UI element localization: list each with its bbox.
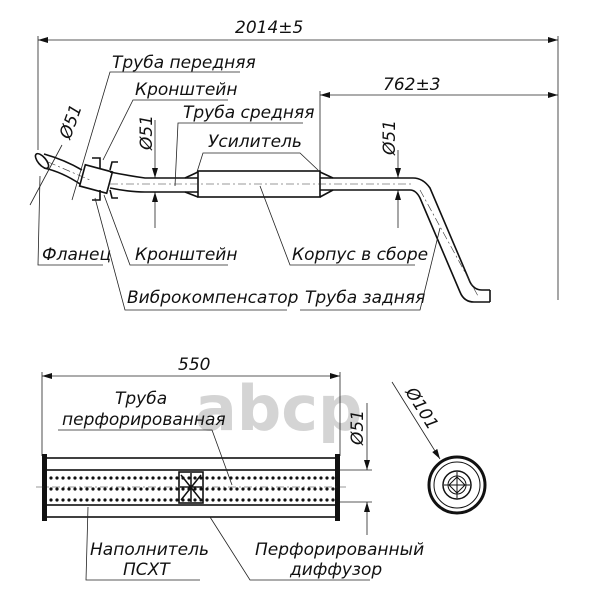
diam-outer-leader — [391, 381, 441, 460]
leader-flange — [37, 175, 103, 266]
leader-reinforcer — [196, 152, 319, 173]
filler-top — [45, 457, 337, 471]
brackets — [92, 157, 118, 201]
leader-vibro-compensator — [94, 197, 287, 311]
leader-body-assembly — [259, 185, 415, 266]
center-axis — [47, 161, 91, 181]
leader-front-pipe — [71, 71, 240, 201]
label-bracket-bottom: Кронштейн — [135, 245, 237, 265]
label-vibro-compensator: Виброкомпенсатор — [127, 288, 299, 308]
label-diffuser-2: диффузор — [289, 560, 382, 580]
label-rear-pipe: Труба задняя — [305, 288, 425, 308]
reinforcers — [184, 171, 334, 198]
label-front-pipe: Труба передняя — [112, 53, 256, 73]
diam-outer-text: Ø101 — [400, 383, 442, 433]
rear-pipe — [320, 177, 491, 303]
label-body-assembly: Корпус в сборе — [292, 245, 428, 265]
label-filler-2: ПСХТ — [123, 560, 171, 580]
dim-total-text: 2014±5 — [235, 18, 303, 38]
label-reinforcer: Усилитель — [208, 132, 302, 152]
leader-mid-pipe — [174, 122, 303, 187]
section-view: 550 Ø51 Ø101 Труба перфо — [36, 355, 487, 581]
diam-rear-text: Ø51 — [380, 120, 400, 156]
leader-diffuser — [209, 516, 370, 581]
end-cap-right — [335, 454, 340, 521]
diffuser-detail — [180, 473, 202, 502]
center-axis — [419, 189, 479, 297]
label-diffuser-1: Перфорированный — [255, 540, 424, 560]
end-cap-left — [42, 454, 47, 521]
dim-length-text: 550 — [178, 355, 210, 375]
leader-bracket-top — [102, 99, 228, 161]
label-filler-1: Наполнитель — [90, 540, 209, 560]
watermark-logo: abcp — [195, 372, 362, 445]
label-flange: Фланец — [42, 245, 111, 265]
leader-bracket-bottom — [103, 194, 228, 266]
dim-rear-text: 762±3 — [383, 75, 441, 95]
diam-inner-text: Ø51 — [348, 410, 368, 446]
leader-rear-pipe — [300, 227, 441, 311]
filler-bottom — [45, 504, 337, 518]
perforated-diffuser — [178, 471, 204, 504]
exhaust-assembly — [34, 152, 491, 303]
end-view — [427, 455, 487, 515]
label-bracket-top: Кронштейн — [135, 80, 237, 100]
top-view: 2014±5 762±3 Ø51 Ø51 Ø51 Труба пер — [29, 18, 559, 311]
label-mid-pipe: Труба средняя — [183, 103, 314, 123]
vibro-compensator — [78, 163, 114, 195]
leader-filler — [85, 506, 200, 581]
diam-front-text: Ø51 — [56, 102, 87, 143]
leader-perf-pipe — [58, 429, 233, 486]
label-perf-pipe-2: перфорированная — [62, 410, 226, 430]
diam-mid-text: Ø51 — [137, 115, 157, 151]
label-perf-pipe-1: Труба — [115, 389, 167, 409]
flange — [34, 152, 50, 170]
front-pipe — [43, 153, 83, 185]
muffler-section — [36, 454, 346, 521]
middle-pipe — [109, 171, 198, 193]
diam-front-leader — [29, 144, 63, 206]
